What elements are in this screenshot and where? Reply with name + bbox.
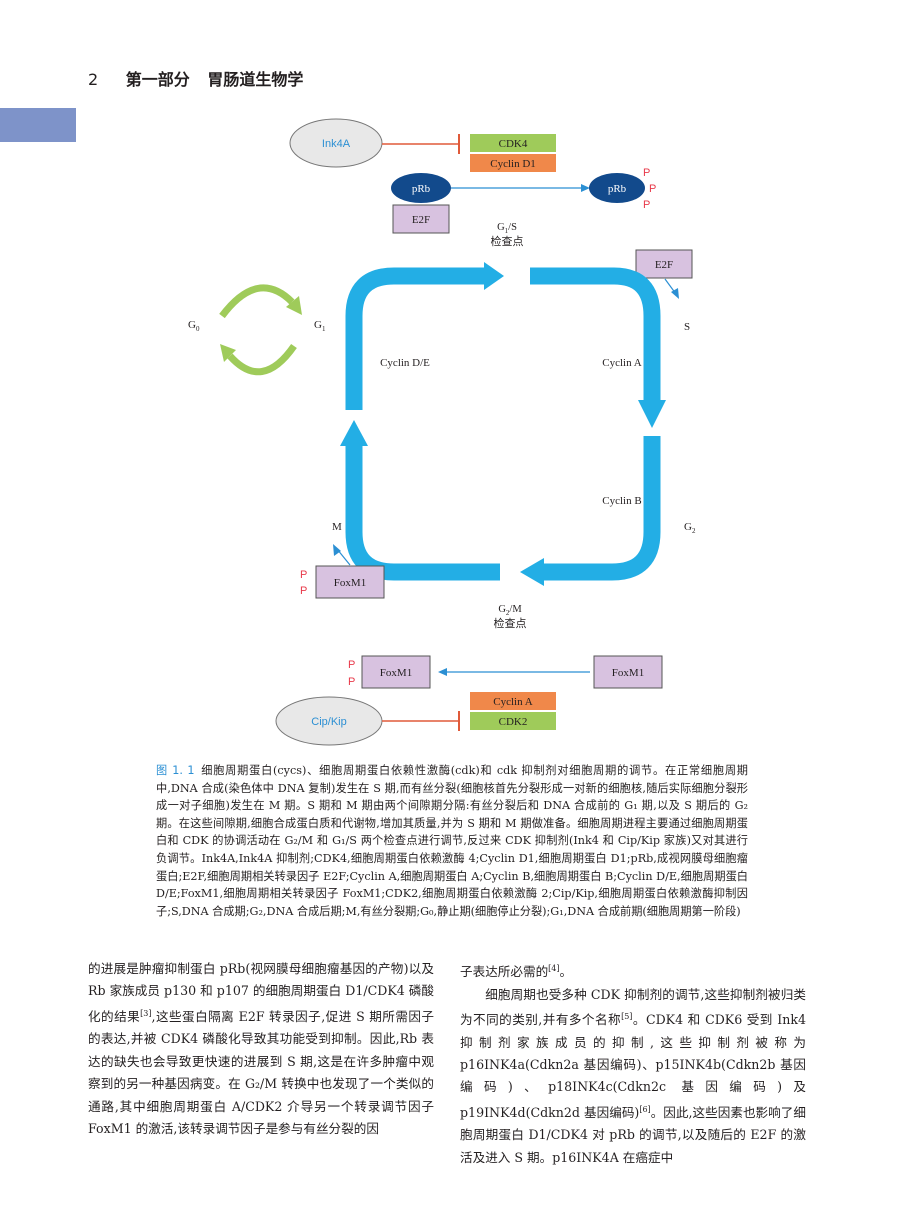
foxm1-bottom-right-box bbox=[593, 655, 663, 689]
g1s-checkpoint-label: G1/S bbox=[497, 222, 517, 235]
body-paragraph-left: 的进展是肿瘤抑制蛋白 pRb(视网膜母细胞瘤基因的产物)以及 Rb 家族成员 p… bbox=[88, 961, 435, 1137]
g1-label: G1 bbox=[314, 319, 326, 333]
e2f-right-box bbox=[635, 249, 693, 279]
cell-cycle-figure: Ink4A CDK4 Cyclin D1 pRb E2F pRb P P P G… bbox=[188, 118, 696, 746]
e2f-to-s-arrowhead bbox=[671, 288, 679, 299]
cycle-arrowhead-g2m bbox=[520, 558, 544, 586]
phospho-p-1: P bbox=[643, 167, 650, 179]
cyclin-d1-label: Cyclin D1 bbox=[490, 158, 536, 170]
ink4a-ellipse bbox=[289, 118, 383, 168]
foxm1-bottom-p1: P bbox=[348, 659, 355, 671]
g1s-checkpoint-word: 检查点 bbox=[491, 234, 524, 248]
cyclin-de-label: Cyclin D/E bbox=[380, 357, 430, 369]
cdk4-box bbox=[470, 134, 556, 152]
cycle-arrow-g1-to-s bbox=[345, 267, 484, 410]
citation-5: [5] bbox=[621, 1012, 633, 1021]
body-column-right: 子表达所必需的[4]。 细胞周期也受多种 CDK 抑制剂的调节,这些抑制剂被归类… bbox=[460, 958, 806, 1169]
g2m-checkpoint-label: G2/M bbox=[498, 604, 522, 617]
page-number: 2 bbox=[88, 70, 99, 89]
prb-right-label: pRb bbox=[608, 183, 627, 195]
m-phase-label: M bbox=[332, 521, 342, 533]
cyclin-a-box-label: Cyclin A bbox=[493, 696, 532, 708]
cell-cycle-diagram: Ink4A CDK4 Cyclin D1 pRb E2F pRb P P P G… bbox=[188, 118, 696, 746]
phospho-p-3: P bbox=[643, 199, 650, 211]
body-column-left: 的进展是肿瘤抑制蛋白 pRb(视网膜母细胞瘤基因的产物)以及 Rb 家族成员 p… bbox=[88, 958, 434, 1140]
page-header: 2 第一部分 胃肠道生物学 bbox=[88, 66, 303, 90]
foxm1-to-m-arrowhead bbox=[333, 544, 341, 556]
citation-3: [3] bbox=[140, 1008, 152, 1018]
cyclin-a-cycle-label: Cyclin A bbox=[602, 357, 641, 369]
foxm1-bottom-p2: P bbox=[348, 676, 355, 688]
cycle-arrowhead-m bbox=[340, 420, 368, 446]
cip-kip-label: Cip/Kip bbox=[311, 716, 346, 728]
foxm1-left-box bbox=[315, 565, 385, 599]
body-paragraph-right-1: 子表达所必需的[4]。 bbox=[460, 964, 573, 980]
cycle-arrow-m-to-g1 bbox=[345, 446, 500, 581]
cdk2-label: CDK2 bbox=[499, 716, 528, 728]
cyclin-b-label: Cyclin B bbox=[602, 495, 641, 507]
cyclin-d1-box bbox=[470, 154, 556, 172]
cdk4-label: CDK4 bbox=[499, 138, 528, 150]
ink4a-label: Ink4A bbox=[322, 138, 351, 150]
foxm1-bottom-right-label: FoxM1 bbox=[612, 667, 644, 679]
citation-4: [4] bbox=[548, 964, 560, 973]
cyclin-a-box bbox=[470, 692, 556, 710]
e2f-top-box bbox=[392, 204, 450, 234]
e2f-top-label: E2F bbox=[412, 214, 430, 226]
chapter-title: 胃肠道生物学 bbox=[207, 70, 304, 89]
g0-label: G0 bbox=[188, 319, 200, 333]
g1-g0-arrow-bottom bbox=[227, 343, 297, 376]
foxm1-bottom-left-box bbox=[361, 655, 431, 689]
caption-text: 细胞周期蛋白(cycs)、细胞周期蛋白依赖性激酶(cdk)和 cdk 抑制剂对细… bbox=[156, 764, 748, 918]
foxm1-bottom-left-label: FoxM1 bbox=[380, 667, 412, 679]
citation-6: [6] bbox=[639, 1104, 651, 1114]
cycle-arrowhead-s bbox=[638, 400, 666, 428]
prb-arrowhead bbox=[581, 184, 590, 192]
g2-label: G2 bbox=[684, 521, 696, 535]
phospho-p-2: P bbox=[649, 183, 656, 195]
prb-left-ellipse bbox=[391, 173, 451, 203]
cycle-arrowhead-g1s bbox=[484, 262, 504, 290]
g2m-checkpoint-word: 检查点 bbox=[494, 616, 527, 630]
prb-right-ellipse bbox=[589, 173, 645, 203]
section-tab-marker bbox=[0, 108, 76, 142]
cdk2-box bbox=[470, 712, 556, 730]
foxm1-activation-arrowhead bbox=[438, 668, 447, 676]
foxm1-left-p1: P bbox=[300, 569, 307, 581]
s-phase-label: S bbox=[684, 321, 690, 333]
foxm1-left-p2: P bbox=[300, 585, 307, 597]
section-label: 第一部分 bbox=[125, 70, 190, 89]
e2f-right-label: E2F bbox=[655, 259, 673, 271]
prb-left-label: pRb bbox=[412, 183, 431, 195]
cycle-arrow-s-to-g2 bbox=[530, 267, 661, 400]
figure-label: 图 1. 1 bbox=[156, 764, 195, 777]
cycle-arrow-g2-to-m bbox=[544, 436, 661, 581]
g1-g0-arrowhead-bottom bbox=[220, 344, 236, 362]
g0-g1-arrowhead-top bbox=[286, 296, 302, 315]
body-paragraph-right-2: 细胞周期也受多种 CDK 抑制剂的调节,这些抑制剂被归类为不同的类别,并有多个名… bbox=[460, 986, 806, 1165]
foxm1-left-label: FoxM1 bbox=[334, 577, 366, 589]
g0-g1-arrow-top bbox=[219, 284, 295, 319]
